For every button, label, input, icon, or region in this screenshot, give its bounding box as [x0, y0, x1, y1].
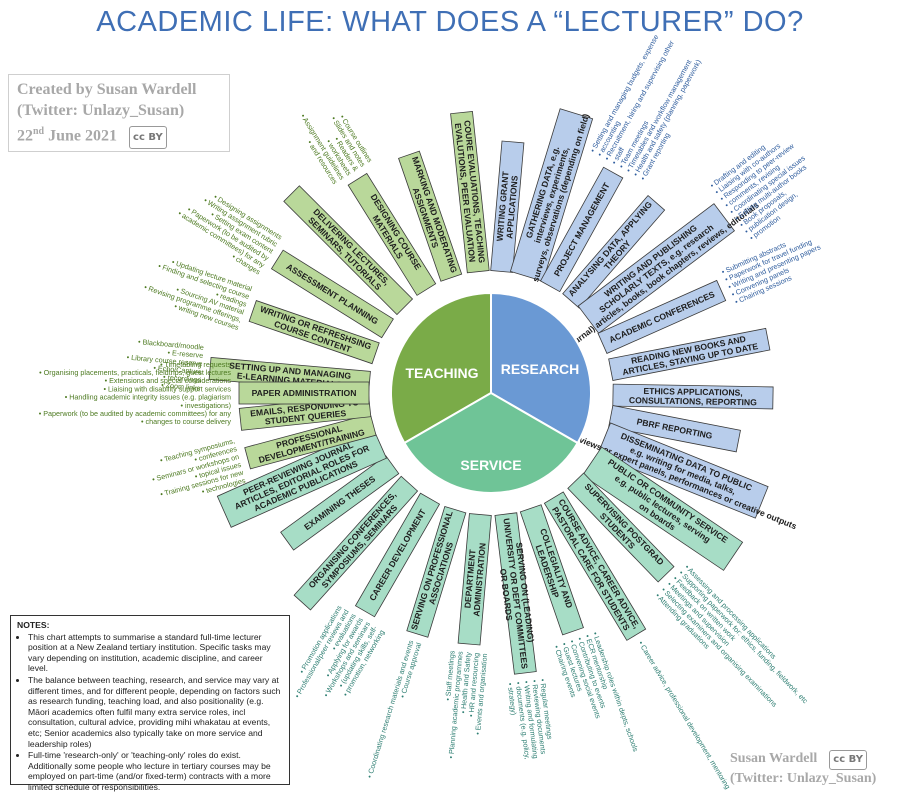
spoke-box — [450, 110, 490, 274]
spoke-subitem: • Zoom links — [161, 380, 201, 392]
credit-twitter: (Twitter: Unlazy_Susan) — [17, 102, 185, 119]
note-item: The balance between teaching, research, … — [28, 675, 283, 749]
cc-license-icon: cc BY — [129, 126, 167, 150]
spoke-subitem: • Liaising with disability support servi… — [103, 384, 231, 393]
footer-twitter: (Twitter: Unlazy_Susan) — [730, 771, 877, 786]
spoke-label: PAPER ADMINISTRATION — [252, 388, 357, 398]
spoke-box — [567, 472, 675, 583]
spoke-subitem: • Echo/Capture — [153, 363, 202, 376]
spoke-box — [539, 166, 624, 293]
page-title: ACADEMIC LIFE: WHAT DOES A “LECTURER” DO… — [96, 6, 804, 38]
spoke-subitem: • Health and safety (planning, paperwork… — [631, 58, 703, 178]
spoke-box — [280, 455, 400, 551]
spoke-subitem: • Handling academic integrity issues (e.… — [65, 393, 231, 402]
pie-research — [490, 291, 592, 445]
spoke-box — [494, 512, 537, 675]
notes-list: This chart attempts to summarise a stand… — [17, 632, 283, 793]
spoke-box — [577, 203, 735, 334]
notes-heading: NOTES: — [17, 620, 50, 630]
spoke-box — [582, 446, 744, 571]
spoke-box — [238, 381, 370, 405]
spoke-subitem: • recordings — [163, 372, 202, 384]
note-item: This chart attempts to summarise a stand… — [28, 632, 283, 674]
spoke-s: SERVING ON (LEADING)UNIVERSITY OR DEPT C… — [494, 512, 555, 760]
spoke-subitem: • Organising placements, practicals, fie… — [39, 368, 231, 377]
spoke-box — [248, 300, 380, 365]
spoke-subitem: • Timetabling requests — [160, 360, 231, 369]
notes-box: NOTES: This chart attempts to summarise … — [10, 615, 290, 792]
pie-label-service: SERVICE — [460, 457, 521, 473]
spoke-box — [283, 185, 414, 316]
spoke-subitem: • Paperwork (to be audited by academic c… — [39, 409, 232, 418]
spoke-subitem: • Staff meetings — [443, 650, 456, 701]
spoke-box — [608, 327, 771, 381]
spoke-box — [597, 422, 769, 519]
spoke-box — [562, 195, 666, 309]
pie-chart: TEACHING RESEARCH SERVICE — [390, 291, 592, 494]
spoke-box — [347, 172, 437, 296]
spoke-label: CONSULTATIONS, REPORTING — [629, 395, 757, 407]
spoke-box — [457, 513, 492, 646]
spoke-box — [519, 504, 584, 636]
note-item: Full-time 'research-only' or 'teaching-o… — [28, 750, 283, 792]
spoke-r: ETHICS APPLICATIONS,CONSULTATIONS, REPOR… — [612, 383, 774, 410]
spoke-box — [354, 492, 441, 618]
spoke-subitem: • changes to course delivery — [141, 417, 231, 426]
spoke-label: ETHICS APPLICATIONS, — [643, 386, 742, 398]
pie-service — [403, 391, 579, 494]
spoke-box — [244, 413, 377, 470]
spoke-box — [398, 150, 463, 282]
credit-name: Created by Susan Wardell — [17, 81, 197, 98]
spoke-subitem: • Coordinating research materials and ev… — [365, 639, 416, 779]
spoke-box — [543, 491, 647, 641]
spoke-box — [597, 279, 727, 354]
spoke-t: PAPER ADMINISTRATION • Timetabling reques… — [39, 360, 370, 426]
spoke-subitem: • E-reserve — [167, 348, 203, 360]
spoke-box — [490, 140, 525, 273]
spoke-subitem: • investigations) — [181, 401, 231, 410]
spoke-box — [406, 505, 467, 638]
spoke-box — [270, 249, 394, 339]
credit-box: Created by Susan Wardell (Twitter: Unlaz… — [8, 74, 230, 152]
spoke-box — [509, 108, 594, 282]
spoke-subitem: • Extensions and special considerations — [105, 376, 232, 385]
spoke-subitem: • strategy) — [506, 682, 519, 715]
spoke-box — [216, 426, 387, 528]
spoke-subitem: • Career advice, professional developmen… — [637, 639, 733, 790]
cc-license-icon: cc BY — [829, 750, 867, 770]
spoke-box — [608, 405, 741, 453]
pie-teaching — [390, 291, 492, 445]
pie-label-research: RESEARCH — [501, 361, 580, 377]
pie-label-teaching: TEACHING — [405, 365, 478, 381]
spoke-box — [612, 383, 774, 410]
spoke-box — [293, 475, 419, 611]
spoke-r: GATHERING DATA, e.g.interviews, experime… — [509, 108, 594, 283]
